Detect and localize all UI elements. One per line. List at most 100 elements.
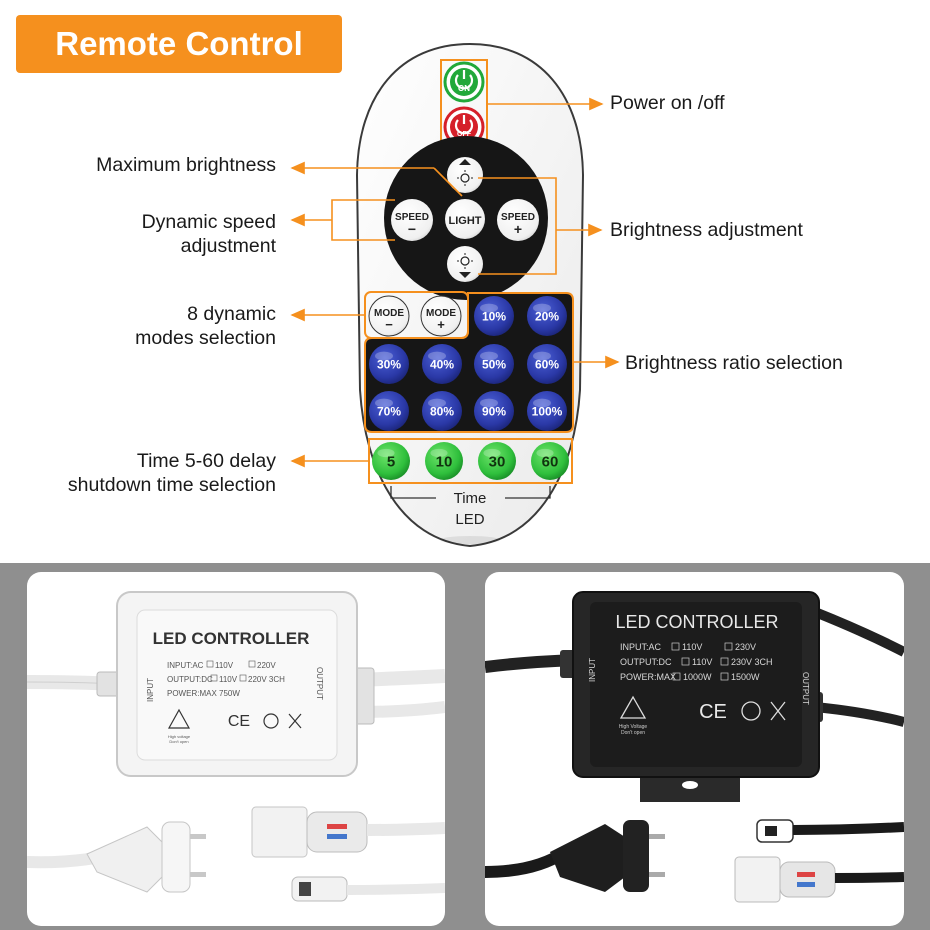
- title-banner: Remote Control: [16, 15, 342, 73]
- time-60-button[interactable]: 60: [531, 442, 569, 480]
- black-230v: 230V: [735, 642, 756, 652]
- brightness-bracket: [478, 177, 557, 275]
- white-controller-panel: LED CONTROLLER INPUT:AC 110V 220V OUTPUT…: [27, 572, 445, 926]
- brightness-button-group: 10% 20% 30% 40% 50% 60% 70% 80% 90% 100%: [369, 296, 567, 431]
- time-label: Time: [454, 490, 487, 507]
- brightness-70-label: 70%: [377, 404, 401, 418]
- callout-speed-line2: adjustment: [180, 235, 276, 257]
- brightness-70-circle: [369, 391, 409, 431]
- black-side-output: OUTPUT: [801, 672, 810, 705]
- power-on-button: ON: [443, 61, 485, 103]
- brightness-20-button[interactable]: 20%: [527, 296, 567, 336]
- brightness-70-button[interactable]: 70%: [369, 391, 409, 431]
- time-5-label: 5: [387, 453, 395, 470]
- black-eu-plug: [550, 824, 625, 892]
- callout-modes-line1: 8 dynamic: [187, 303, 276, 325]
- callout-brightness-adjustment: Brightness adjustment: [610, 219, 803, 241]
- warning-icon: [167, 708, 191, 729]
- time-10-button[interactable]: 10: [425, 442, 463, 480]
- black-230v-3ch: 230V 3CH: [731, 657, 773, 667]
- black-warning-icon: [619, 695, 647, 719]
- white-warn2: Don't open: [169, 739, 188, 744]
- brightness-60-circle: [527, 344, 567, 384]
- brightness-60-button[interactable]: 60%: [527, 344, 567, 384]
- brightness-90-circle: [474, 391, 514, 431]
- black-power: POWER:MAX: [620, 672, 676, 682]
- brightness-90-button[interactable]: 90%: [474, 391, 514, 431]
- on-label: ON: [458, 84, 470, 93]
- black-1500w: 1500W: [731, 672, 760, 682]
- recycle-icon: [263, 713, 279, 729]
- remote-diagram: ON OFF LIGHT SPEED − SPEED + M: [290, 42, 620, 548]
- white-output-dc: OUTPUT:DC: [167, 675, 213, 684]
- white-side-output: OUTPUT: [315, 667, 324, 700]
- callout-ratio: Brightness ratio selection: [625, 352, 843, 374]
- brightness-100-circle: [527, 391, 567, 431]
- brightness-30-circle: [369, 344, 409, 384]
- mode-plus-button: MODE +: [420, 295, 462, 337]
- brightness-30-button[interactable]: 30%: [369, 344, 409, 384]
- ce-mark: CE: [228, 713, 250, 730]
- black-1000w: 1000W: [683, 672, 712, 682]
- black-strip-connector: [734, 856, 781, 903]
- callout-power: Power on /off: [610, 92, 725, 114]
- speed-plus-label: SPEED: [501, 212, 535, 223]
- brightness-20-circle: [527, 296, 567, 336]
- page-title: Remote Control: [55, 25, 303, 62]
- white-input-ac: INPUT:AC: [167, 661, 204, 670]
- black-input-ac: INPUT:AC: [620, 642, 662, 652]
- black-side-input: INPUT: [588, 658, 597, 682]
- callout-max-brightness: Maximum brightness: [96, 154, 276, 176]
- brightness-100-button[interactable]: 100%: [527, 391, 567, 431]
- time-60-label: 60: [542, 453, 559, 470]
- brightness-90-label: 90%: [482, 404, 506, 418]
- black-output-dc: OUTPUT:DC: [620, 657, 672, 667]
- brightness-100-label: 100%: [532, 404, 563, 418]
- brightness-10-circle: [474, 296, 514, 336]
- callout-time-line2: shutdown time selection: [67, 474, 276, 496]
- mode-minus-button: MODE −: [368, 295, 410, 337]
- brightness-80-button[interactable]: 80%: [422, 391, 462, 431]
- off-label: OFF: [457, 131, 472, 138]
- black-warn1: High Voltage: [619, 724, 648, 730]
- brightness-80-circle: [422, 391, 462, 431]
- time-30-button[interactable]: 30: [478, 442, 516, 480]
- white-110v: 110V: [215, 661, 234, 670]
- strip-connector: [251, 806, 308, 858]
- brightness-up-button: [447, 157, 483, 193]
- white-controller-image: LED CONTROLLER INPUT:AC 110V 220V OUTPUT…: [27, 591, 445, 902]
- white-power: POWER:MAX 750W: [167, 689, 240, 698]
- black-recycle-icon: [741, 701, 761, 721]
- brand-label: LED: [455, 511, 484, 528]
- brightness-down-button: [447, 246, 483, 282]
- black-title: LED CONTROLLER: [615, 612, 778, 632]
- eu-plug: [86, 826, 163, 893]
- black-ce-mark: CE: [699, 701, 727, 723]
- time-10-label: 10: [436, 453, 453, 470]
- brightness-10-button[interactable]: 10%: [474, 296, 514, 336]
- time-5-circle: [372, 442, 410, 480]
- mode-minus-sign: −: [385, 317, 393, 332]
- white-220v: 220V: [257, 661, 276, 670]
- black-weee-icon: [770, 701, 786, 721]
- brightness-50-label: 50%: [482, 357, 506, 371]
- weee-icon: [288, 713, 302, 729]
- brightness-60-label: 60%: [535, 357, 559, 371]
- minus-sign: −: [408, 221, 416, 237]
- time-5-button[interactable]: 5: [372, 442, 410, 480]
- white-title: LED CONTROLLER: [153, 629, 310, 648]
- light-label: LIGHT: [449, 215, 482, 227]
- brightness-40-button[interactable]: 40%: [422, 344, 462, 384]
- brightness-50-circle: [474, 344, 514, 384]
- white-out-110v: 110V: [219, 675, 238, 684]
- plus-sign: +: [514, 221, 522, 237]
- mode-plus-sign: +: [437, 317, 445, 332]
- mode-minus-label: MODE: [374, 308, 404, 319]
- black-warn2: Don't open: [621, 730, 645, 736]
- brightness-80-label: 80%: [430, 404, 454, 418]
- callout-time-line1: Time 5-60 delay: [136, 450, 276, 472]
- black-controller-image: LED CONTROLLER INPUT:AC 110V 230V OUTPUT…: [485, 591, 904, 903]
- brightness-50-button[interactable]: 50%: [474, 344, 514, 384]
- max-brightness-pointer: [433, 167, 463, 197]
- time-10-circle: [425, 442, 463, 480]
